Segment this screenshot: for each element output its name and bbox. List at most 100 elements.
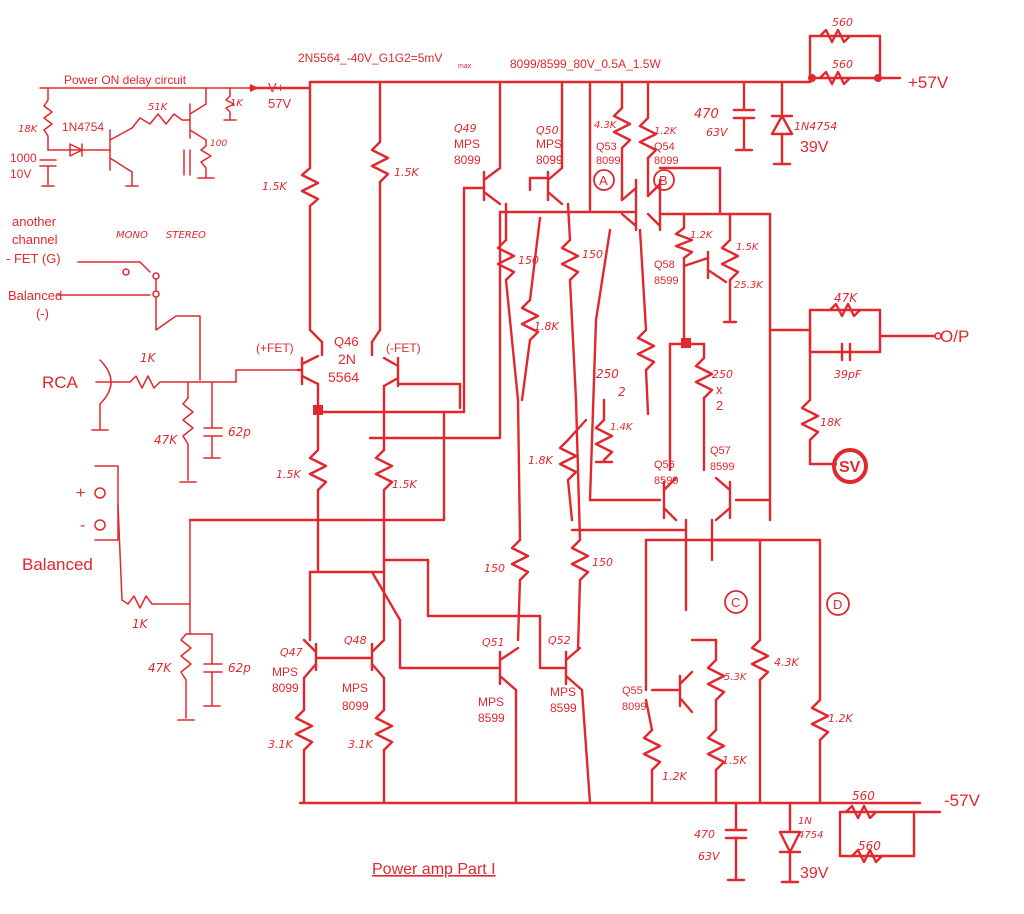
r-47k-fb: 47K <box>834 291 858 305</box>
q48-part-2: 8099 <box>342 699 369 713</box>
zener-bot-2: 4754 <box>798 830 823 841</box>
r-1-5k-a: 1.5K <box>262 180 287 193</box>
delay-title: Power ON delay circuit <box>64 73 187 87</box>
balanced-minus: - <box>80 517 85 534</box>
q52-name: Q52 <box>548 634 571 647</box>
q47-part-2: 8099 <box>272 681 299 695</box>
r-150-b: 150 <box>582 248 603 261</box>
c-39pf: 39pF <box>834 368 862 381</box>
page-title: Power amp Part I <box>372 861 496 878</box>
fet-neg-label: (-FET) <box>386 341 421 355</box>
r-1-8k-b: 1.8K <box>528 454 553 467</box>
zener-bot: 1N <box>798 816 812 827</box>
r-250-x2: 250 <box>712 368 733 381</box>
pot-250-x2: 2 <box>618 385 626 399</box>
q51-part-2: 8599 <box>478 711 505 725</box>
r-1-2k-bot: 1.2K <box>828 712 853 725</box>
r-1-8k-a: 1.8K <box>534 320 559 333</box>
another-channel-2: channel <box>12 232 58 247</box>
c-62p-bot: 62p <box>228 661 251 675</box>
delay-diode: 1N4754 <box>62 120 104 134</box>
q56-part: 8599 <box>654 475 678 487</box>
x2-mark: x <box>716 382 723 397</box>
q50-part-2: 8099 <box>536 153 563 167</box>
c-62p-top: 62p <box>228 425 251 439</box>
q51-part-1: MPS <box>478 695 504 709</box>
rca-label: RCA <box>42 373 79 392</box>
q56-name: Q56 <box>654 459 675 471</box>
delay-r51k: 51K <box>148 102 169 113</box>
top-spec-left: 2N5564_-40V_G1G2=5mV <box>298 51 442 65</box>
input-section <box>57 261 299 721</box>
r-150-a: 150 <box>518 254 539 267</box>
node-a-circle <box>593 169 615 191</box>
balanced-label: Balanced <box>22 555 93 574</box>
output-terminal-icon <box>934 332 942 340</box>
q47-name: Q47 <box>280 646 303 659</box>
r-in-1k: 1K <box>140 351 157 365</box>
top-spec-right: 8099/8599_80V_0.5A_1.5W <box>510 57 661 71</box>
node-d-label: D <box>833 597 842 612</box>
q57-name: Q57 <box>710 445 731 457</box>
r-560-c: 560 <box>852 789 875 803</box>
x2-count: 2 <box>716 398 723 413</box>
c-470-bot-v: 63V <box>698 850 721 863</box>
r-5-3k: 5.3K <box>724 672 748 683</box>
q54-part: 8099 <box>654 155 678 167</box>
r-1-5k-b: 1.5K <box>394 166 419 179</box>
node-d-circle <box>826 592 850 616</box>
q47-part-1: MPS <box>272 665 298 679</box>
vplus-label: V+ <box>268 80 284 95</box>
q49-part-1: MPS <box>454 137 480 151</box>
q58-name: Q58 <box>654 259 675 271</box>
q50-part-1: MPS <box>536 137 562 151</box>
r-1-5k-q58: 1.5K <box>736 242 760 253</box>
top-spec-left-sub: max <box>458 63 472 70</box>
r-3-1k-b: 3.1K <box>348 738 373 751</box>
neg-rail-label: -57V <box>944 791 981 810</box>
q55-part: 8099 <box>622 701 646 713</box>
balanced-plus: + <box>76 485 85 502</box>
delay-r18k: 18K <box>18 124 39 135</box>
q50-name: Q50 <box>536 124 559 137</box>
node-c-circle <box>724 590 748 614</box>
q51-name: Q51 <box>482 636 505 649</box>
pos-rail-label: +57V <box>908 73 949 92</box>
r-1-2k-top: 1.2K <box>654 126 678 137</box>
r-1-2k-q58: 1.2K <box>690 230 714 241</box>
q49-name: Q49 <box>454 122 477 135</box>
q53-name: Q53 <box>596 141 617 153</box>
q49-part-2: 8099 <box>454 153 481 167</box>
zener-top-value: 39V <box>800 139 829 156</box>
balanced-jack-icon <box>94 465 119 541</box>
text-labels: 2N5564_-40V_G1G2=5mV max 8099/8599_80V_0… <box>6 16 981 882</box>
node-markers <box>593 169 850 616</box>
r-560-a: 560 <box>832 16 853 29</box>
c-470-top-v: 63V <box>706 126 729 139</box>
delay-r100: 100 <box>210 139 227 149</box>
vplus-value: 57V <box>268 96 291 111</box>
q46-part-2: 5564 <box>328 369 359 385</box>
delay-r1k: 1K <box>230 98 244 109</box>
sv-node-circle <box>832 448 868 484</box>
r-18k-sv: 18K <box>820 416 842 429</box>
output-feedback <box>800 302 942 484</box>
stereo-label: STEREO <box>166 230 206 241</box>
q57-part: 8599 <box>710 461 734 473</box>
q53-part: 8099 <box>596 155 620 167</box>
r-25-3k: 25.3K <box>734 280 764 291</box>
node-b-label: B <box>659 173 668 188</box>
r-4-3k-bot: 4.3K <box>774 656 799 669</box>
balanced-neg-label-2: (-) <box>36 306 49 321</box>
q46-part-1: 2N <box>338 351 356 367</box>
rails <box>248 80 922 805</box>
zener-bottom-value: 39V <box>800 865 829 882</box>
r-1-5k-q55: 1.5K <box>722 754 747 767</box>
balanced-neg-label-1: Balanced <box>8 288 62 303</box>
r-1k-bal: 1K <box>132 617 149 631</box>
r-4-3k-top: 4.3K <box>594 120 618 131</box>
q52-part-2: 8599 <box>550 701 577 715</box>
main-wiring <box>188 80 830 805</box>
